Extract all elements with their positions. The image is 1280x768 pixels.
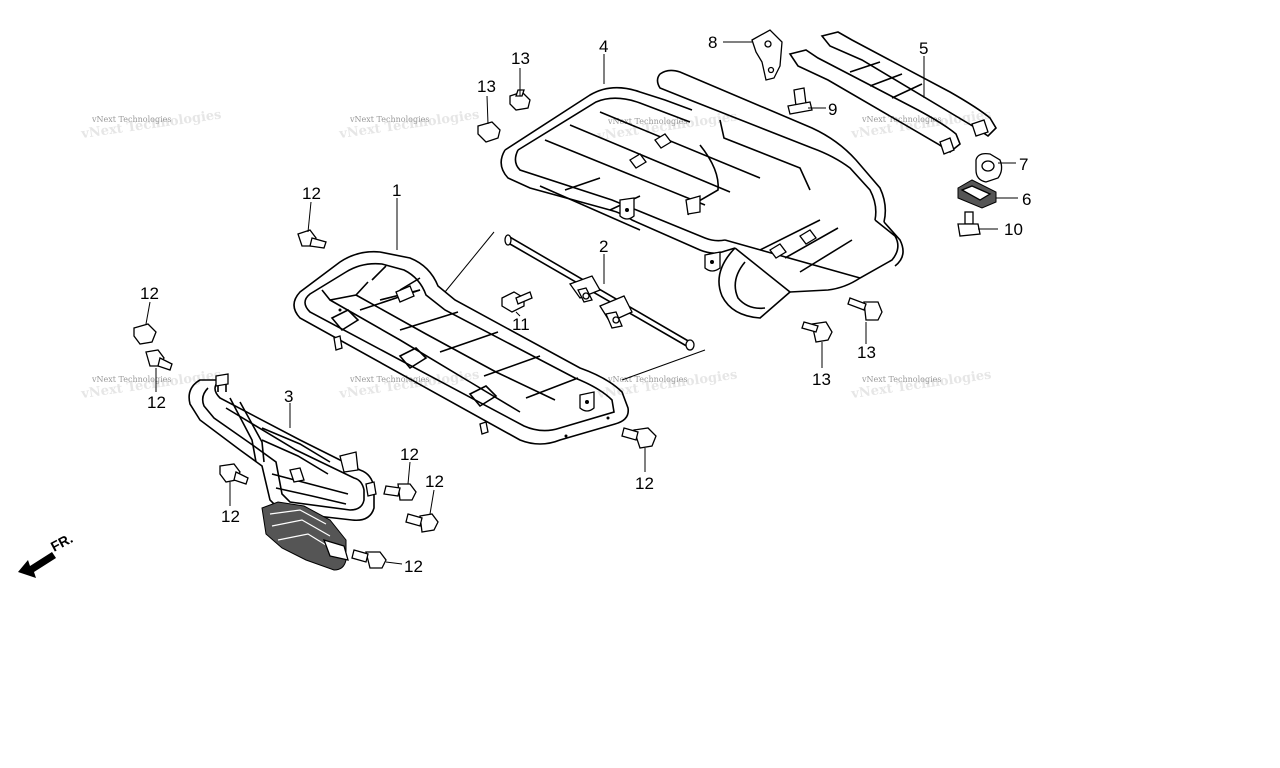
cross-rod[interactable] [504, 234, 695, 351]
callout-2: 2 [599, 237, 608, 256]
bolt-12-g[interactable] [351, 549, 387, 569]
flange-bolt-11[interactable] [501, 291, 533, 313]
bolt-13-b[interactable] [477, 121, 501, 143]
callout-6: 6 [1022, 190, 1031, 209]
watermark-bg: vNext Technologies [595, 367, 738, 402]
watermark: vNext Technologies [607, 117, 687, 126]
leader-lines [145, 41, 1018, 565]
callout-13: 13 [477, 77, 496, 96]
bolt-13-d[interactable] [847, 297, 883, 321]
callout-12: 12 [425, 472, 444, 491]
front-carrier[interactable] [293, 250, 630, 445]
arrow-left-icon [18, 552, 56, 578]
callout-1: 1 [392, 181, 401, 200]
stud-bolt[interactable] [787, 87, 813, 115]
bolt-12-b[interactable] [133, 323, 157, 345]
watermark: vNext Technologies [349, 115, 429, 124]
callout-13: 13 [511, 49, 530, 68]
watermark-bg: vNext Technologies [337, 107, 480, 142]
watermark-bg: vNext Technologies [79, 107, 222, 142]
watermark: vNext Technologies [91, 115, 171, 124]
bolt-12-d[interactable] [219, 463, 249, 485]
callout-10: 10 [1004, 220, 1023, 239]
watermark: vNext Technologies [861, 375, 941, 384]
bolt-12-e[interactable] [383, 483, 417, 501]
bolt-12-h[interactable] [621, 427, 657, 449]
rail-brackets[interactable] [788, 31, 998, 155]
front-direction-indicator: FR. [18, 530, 75, 578]
callout-3: 3 [284, 387, 293, 406]
bolt-13-c[interactable] [801, 321, 833, 343]
callout-13: 13 [857, 343, 876, 362]
callout-9: 9 [828, 100, 837, 119]
callout-12: 12 [147, 393, 166, 412]
skid-plate[interactable] [261, 501, 349, 571]
rubber-cushion[interactable] [975, 152, 1003, 183]
watermark: vNext Technologies [607, 375, 687, 384]
callout-12: 12 [404, 557, 423, 576]
callout-12: 12 [140, 284, 159, 303]
clip-bracket[interactable] [751, 29, 783, 81]
callout-12: 12 [635, 474, 654, 493]
bolt-12-a[interactable] [297, 229, 327, 249]
bolt-12-c[interactable] [145, 349, 173, 371]
watermark: vNext Technologies [91, 375, 171, 384]
callout-7: 7 [1019, 155, 1028, 174]
front-label: FR. [48, 530, 75, 555]
bolts[interactable] [133, 89, 883, 569]
callout-8: 8 [708, 33, 717, 52]
callout-5: 5 [919, 39, 928, 58]
callout-4: 4 [599, 37, 608, 56]
flange-bolt-10[interactable] [957, 211, 981, 237]
callout-12: 12 [400, 445, 419, 464]
mounting-plate[interactable] [957, 179, 997, 209]
watermark: vNext Technologies [861, 115, 941, 124]
rear-carrier[interactable] [500, 69, 904, 319]
watermark-bg: vNext Technologies [337, 367, 480, 402]
callout-13: 13 [812, 370, 831, 389]
callout-12: 12 [302, 184, 321, 203]
callout-11: 11 [512, 315, 530, 334]
bolt-12-f[interactable] [405, 513, 439, 533]
front-bumper[interactable] [188, 373, 377, 522]
watermark-bg: vNext Technologies [849, 367, 992, 402]
watermark: vNext Technologies [349, 375, 429, 384]
callouts: 1 2 3 4 5 6 7 8 9 10 11 12 12 12 12 12 1… [140, 33, 1031, 576]
callout-12: 12 [221, 507, 240, 526]
